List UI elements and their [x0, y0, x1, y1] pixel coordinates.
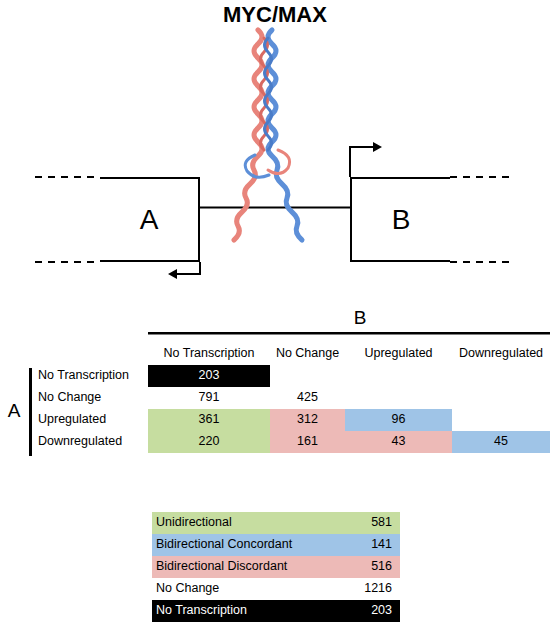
header-rule — [148, 332, 550, 335]
title: MYC/MAX — [0, 2, 550, 28]
dashed-strand — [35, 176, 100, 178]
legend-text: Bidirectional Concordant — [152, 534, 352, 556]
loop — [268, 150, 290, 174]
gene-box: A — [100, 177, 200, 262]
table-rules — [29, 332, 550, 456]
table-header: No Transcription — [148, 343, 270, 365]
table-value: 45 — [452, 431, 550, 453]
table-header: Downregulated — [452, 343, 550, 365]
table-value: 161 — [270, 431, 345, 453]
protein-structure — [234, 30, 302, 240]
legend-text: No Transcription — [152, 600, 352, 622]
table-value: 1216 — [352, 578, 396, 600]
axis-label: A — [2, 398, 26, 424]
table-header: No Change — [270, 343, 345, 365]
table-header: No Change — [38, 387, 148, 409]
axis-label: B — [330, 305, 390, 331]
dna-strands — [35, 147, 515, 274]
myc-helix — [234, 30, 262, 240]
table-header: No Transcription — [38, 365, 148, 387]
table-value: 516 — [352, 556, 396, 578]
tss-arrow — [176, 262, 200, 274]
table-value: 203 — [352, 600, 396, 622]
table-value: 220 — [148, 431, 270, 453]
table-value: 791 — [148, 387, 270, 409]
max-helix — [268, 30, 302, 240]
tss-arrow — [350, 147, 374, 177]
table-value: 581 — [352, 512, 396, 534]
table-value: 312 — [270, 409, 345, 431]
gene-label: B — [392, 204, 411, 236]
loop — [245, 155, 269, 177]
legend-text: Unidirectional — [152, 512, 352, 534]
dashed-strand — [450, 261, 515, 263]
arrow-head — [373, 142, 382, 152]
dashed-strand — [450, 176, 515, 178]
table-value: 361 — [148, 409, 270, 431]
legend-text: Bidirectional Discordant — [152, 556, 352, 578]
legend-text: No Change — [152, 578, 352, 600]
arrow-head — [168, 269, 177, 279]
table-value: 96 — [345, 409, 452, 431]
dashed-strand — [35, 261, 100, 263]
row-bar — [29, 368, 32, 456]
table-value: 425 — [270, 387, 345, 409]
gene-box: B — [350, 177, 450, 262]
promoter-line — [200, 207, 350, 209]
table-value: 203 — [148, 365, 270, 387]
table-header: Downregulated — [38, 431, 148, 453]
table-header: Upregulated — [345, 343, 452, 365]
gene-label: A — [140, 204, 159, 236]
max-helix — [265, 38, 272, 150]
table-header: Upregulated — [38, 409, 148, 431]
table-value: 43 — [345, 431, 452, 453]
table-value: 141 — [352, 534, 396, 556]
